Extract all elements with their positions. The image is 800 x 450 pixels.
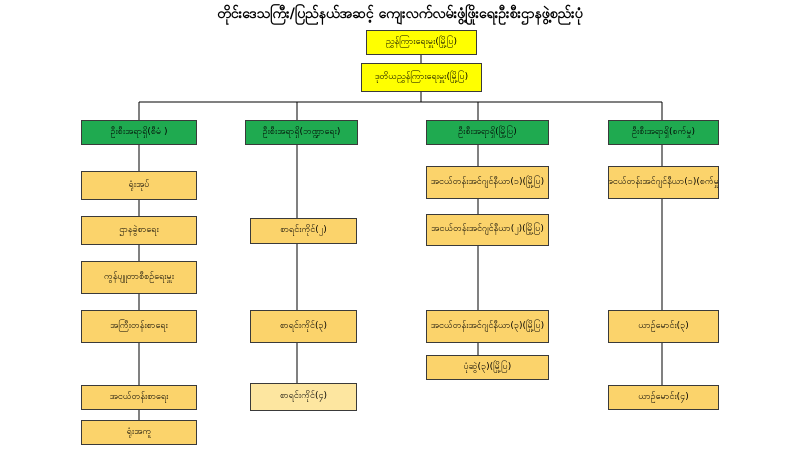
- col1-item-box: ရုံးအုပ်: [81, 171, 197, 200]
- col1-item-box: ကွန်ပျူတာစီစဉ်ရေးမှူး: [81, 261, 197, 294]
- col1-item-box: ရုံးအကူ: [81, 420, 197, 445]
- col3-item-box: ပုံဆွဲ(၃)(မြို့ပြ): [426, 355, 549, 380]
- col3-item-box: အငယ်တန်းအင်ဂျင်နီယာ(၁)(မြို့ပြ): [426, 166, 549, 199]
- col2-item-box: စာရင်းကိုင်(၄): [250, 383, 357, 411]
- col4-item-box: အငယ်တန်းအင်ဂျင်နီယာ(၁)(စက်မှု): [608, 166, 719, 199]
- deputy-director-box: ဒုတိယညွှန်ကြားရေးမှူး(မြို့ပြ): [361, 63, 482, 92]
- col1-item-box: အကြီးတန်းစာရေး: [81, 310, 197, 343]
- col1-item-box: ဌာနခွဲစာရေး: [81, 216, 197, 245]
- col4-head-box: ဦးစီးအရာရှိ(စက်မှု): [608, 120, 719, 145]
- col1-head-box: ဦးစီးအရာရှိ(စီမံ ): [81, 120, 197, 145]
- col3-item-box: အငယ်တန်းအင်ဂျင်နီယာ(၂)(မြို့ပြ): [426, 214, 549, 246]
- chart-title: တိုင်းဒေသကြီး/ပြည်နယ်အဆင့် ကျေးလက်လမ်းဖွ…: [217, 6, 583, 22]
- col4-item-box: ယာဉ်မောင်း(၃): [608, 310, 719, 343]
- director-box: ညွှန်ကြားရေးမှူး(မြို့ပြ): [366, 30, 477, 55]
- col3-head-box: ဦးစီးအရာရှိ(မြို့ပြ): [426, 120, 549, 145]
- col2-head-box: ဦးစီးအရာရှိ(ဘဏ္ဍာရေး): [245, 120, 358, 145]
- col1-item-box: အငယ်တန်းစာရေး: [81, 385, 197, 410]
- col2-item-box: စာရင်းကိုင်(၃): [250, 310, 357, 343]
- col3-item-box: အငယ်တန်းအင်ဂျင်နီယာ(၃)(မြို့ပြ): [426, 310, 549, 343]
- col4-item-box: ယာဉ်မောင်း(၄): [608, 385, 719, 410]
- col2-item-box: စာရင်းကိုင်(၂): [250, 218, 357, 244]
